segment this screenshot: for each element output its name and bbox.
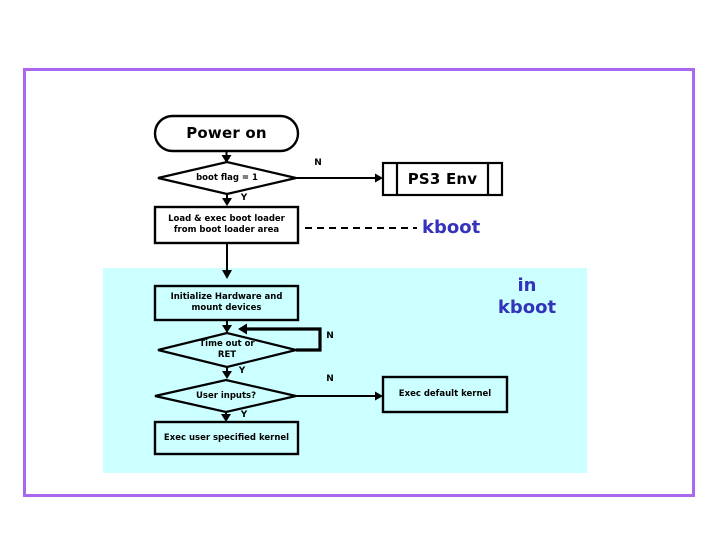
kboot-annotation: kboot <box>422 216 481 238</box>
arrowhead-down-5 <box>222 371 232 379</box>
init-hardware-line1: Initialize Hardware and <box>170 292 283 303</box>
user-inputs-yes-label: Y <box>240 410 248 421</box>
arrowhead-down-2 <box>222 198 232 206</box>
in-kboot-annotation: in kboot <box>497 274 557 319</box>
exec-default-shape <box>381 375 509 414</box>
outer-purple-frame <box>23 68 695 497</box>
user-inputs-no-label: N <box>326 374 334 385</box>
exec-default-label: Exec default kernel <box>398 389 492 400</box>
boot-flag-no-label: N <box>314 158 322 169</box>
load-boot-loader-line1: Load & exec boot loader <box>168 214 285 225</box>
timeout-yes-label: Y <box>238 366 246 377</box>
arrowhead-right-1 <box>375 173 383 183</box>
power-on-label: Power on <box>186 124 267 143</box>
load-boot-loader-label: Load & exec boot loader from boot loader… <box>155 207 298 243</box>
exec-user-shape <box>153 420 300 456</box>
arrowhead-down-1 <box>221 155 232 163</box>
arrowhead-down-6 <box>221 414 231 422</box>
timeout-loop-line <box>247 327 322 352</box>
arrowhead-down-4 <box>222 325 232 333</box>
ps3-env-label: PS3 Env <box>407 169 478 188</box>
user-inputs-label: User inputs? <box>195 390 257 401</box>
init-hardware-label: Initialize Hardware and mount devices <box>155 286 298 320</box>
timeout-line1: Time out or <box>199 339 255 350</box>
timeout-label: Time out or RET <box>160 334 294 366</box>
arrowhead-left-loop <box>238 323 247 335</box>
timeout-line2: RET <box>217 350 237 360</box>
in-kboot-region <box>103 268 587 473</box>
ps3-env-shape <box>381 161 504 197</box>
init-hardware-line2: mount devices <box>191 303 262 313</box>
arrowhead-right-2 <box>375 391 383 401</box>
boot-flag-label: boot flag = 1 <box>196 172 258 183</box>
arrowhead-down-3 <box>222 270 232 279</box>
timeout-no-label: N <box>326 331 334 342</box>
load-boot-loader-line2: from boot loader area <box>173 225 280 235</box>
boot-flag-yes-label: Y <box>240 193 248 204</box>
exec-user-label: Exec user specified kernel <box>163 432 290 443</box>
